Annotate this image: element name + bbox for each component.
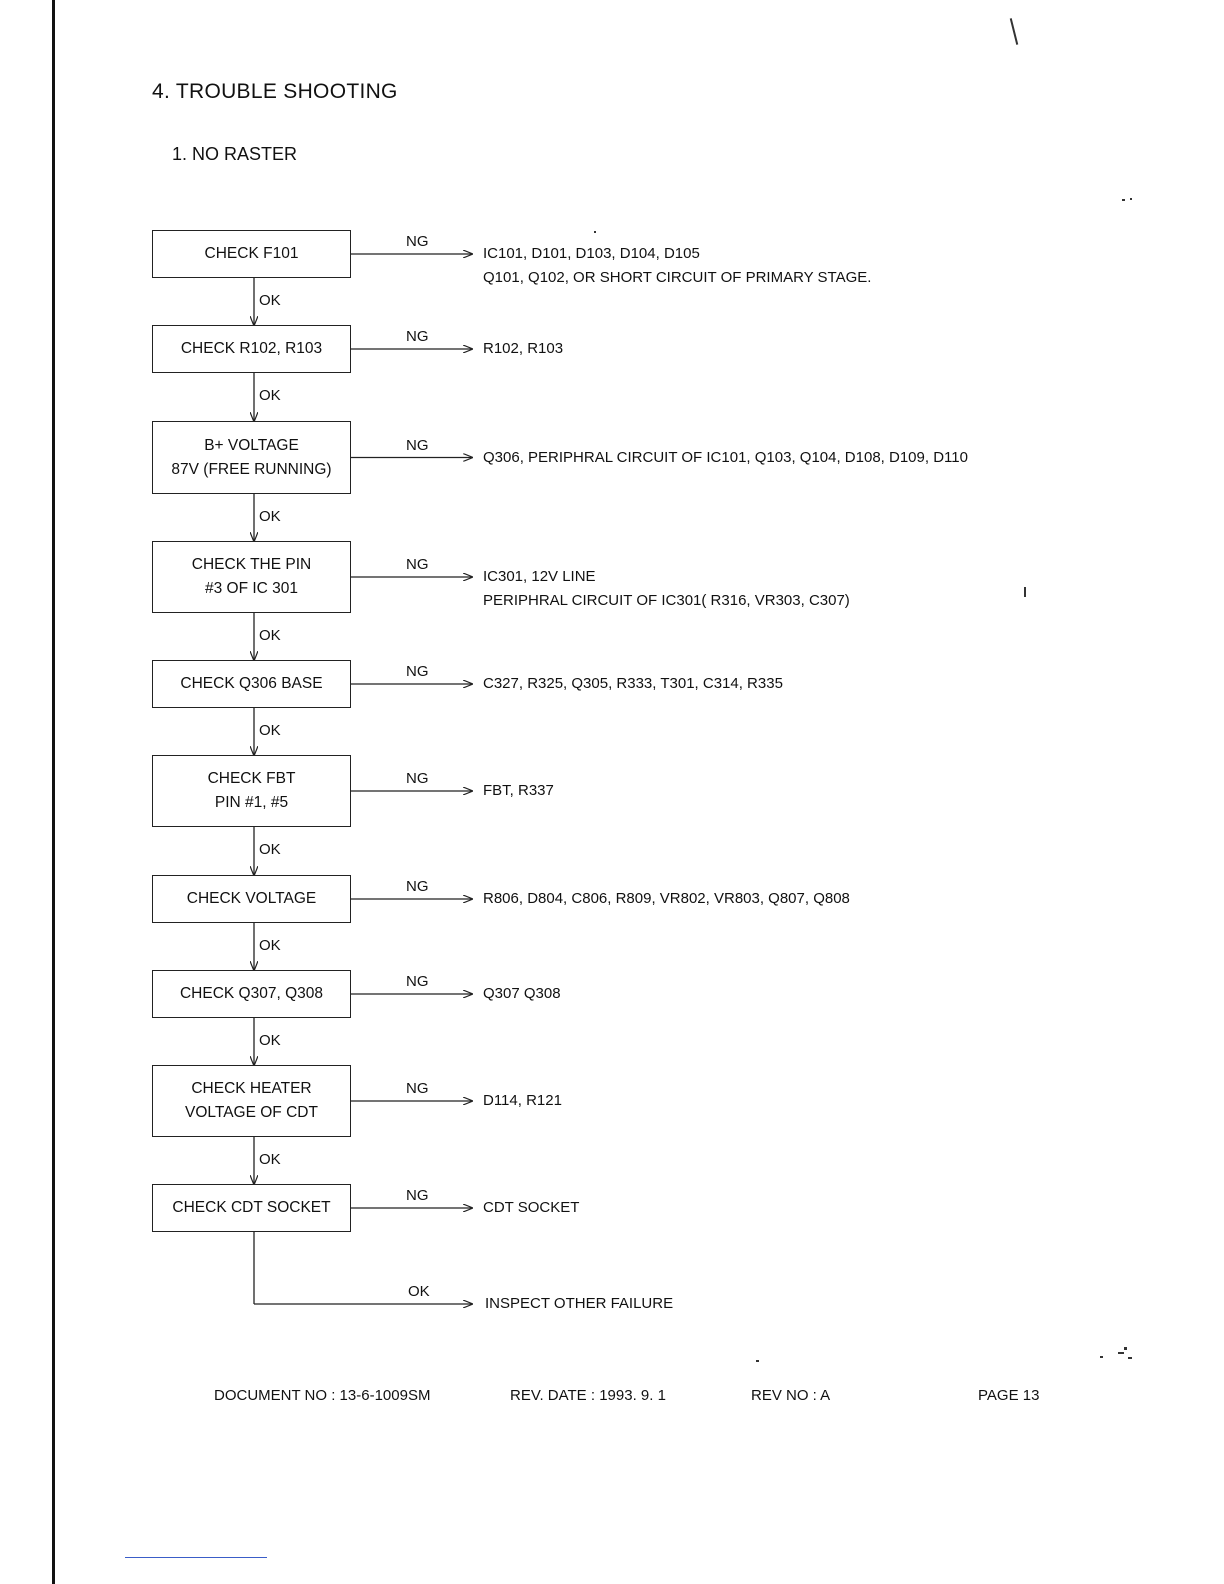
section-subheading: 1. NO RASTER — [172, 144, 298, 164]
ng-label: NG — [406, 663, 429, 680]
left-margin-line — [52, 0, 55, 1584]
check-box: CHECK R102, R103 — [152, 325, 351, 373]
ng-label: NG — [406, 770, 429, 787]
fail-result: CDT SOCKET — [483, 1199, 580, 1216]
ng-label: NG — [406, 436, 429, 454]
bottom-blue-rule — [125, 1557, 267, 1558]
check-box: CHECK F101 — [152, 230, 351, 278]
ok-label: OK — [259, 508, 281, 525]
ng-label: NG — [406, 878, 429, 895]
scan-mark — [1122, 199, 1125, 201]
ng-label: NG — [406, 1187, 429, 1204]
ng-label: NG — [406, 233, 429, 250]
section-heading: 4. TROUBLE SHOOTING — [152, 80, 398, 103]
footer-page: PAGE 13 — [978, 1387, 1040, 1404]
scan-mark — [1130, 198, 1132, 200]
footer-rev-no: REV NO : A — [751, 1387, 831, 1404]
check-box: CHECK THE PIN #3 OF IC 301 — [152, 541, 351, 613]
fail-result: R806, D804, C806, R809, VR802, VR803, Q8… — [483, 890, 850, 907]
scan-mark — [756, 1360, 759, 1362]
ok-label: OK — [259, 722, 281, 739]
fail-result: Q306, PERIPHRAL CIRCUIT OF IC101, Q103, … — [483, 448, 968, 466]
final-result: INSPECT OTHER FAILURE — [485, 1295, 674, 1312]
fail-result: C327, R325, Q305, R333, T301, C314, R335 — [483, 675, 783, 692]
check-box: CHECK HEATER VOLTAGE OF CDT — [152, 1065, 351, 1137]
ng-label: NG — [406, 556, 429, 573]
fail-result: D114, R121 — [483, 1092, 562, 1109]
ng-label: NG — [406, 1080, 429, 1097]
check-box: CHECK VOLTAGE — [152, 875, 351, 923]
scan-mark — [1118, 1352, 1124, 1354]
ng-label: NG — [406, 973, 429, 990]
ok-label: OK — [259, 937, 281, 954]
ok-label: OK — [259, 1151, 281, 1168]
scan-mark — [1100, 1356, 1103, 1358]
fail-result: IC101, D101, D103, D104, D105 Q101, Q102… — [483, 245, 872, 286]
check-box: CHECK FBT PIN #1, #5 — [152, 755, 351, 827]
check-box: CHECK Q307, Q308 — [152, 970, 351, 1018]
scan-mark — [1128, 1357, 1132, 1359]
ok-label: OK — [259, 627, 281, 644]
check-box: B+ VOLTAGE 87V (FREE RUNNING) — [152, 421, 351, 494]
ok-label: OK — [259, 292, 281, 309]
final-ok-label: OK — [408, 1283, 430, 1300]
footer-rev-date: REV. DATE : 1993. 9. 1 — [510, 1387, 666, 1404]
fail-result: R102, R103 — [483, 340, 564, 357]
check-box: CHECK CDT SOCKET — [152, 1184, 351, 1232]
fail-result: IC301, 12V LINE PERIPHRAL CIRCUIT OF IC3… — [483, 568, 850, 609]
check-box: CHECK Q306 BASE — [152, 660, 351, 708]
footer-document-no: DOCUMENT NO : 13-6-1009SM — [214, 1387, 431, 1404]
ng-label: NG — [406, 328, 429, 345]
scan-mark — [594, 231, 596, 233]
ok-label: OK — [259, 841, 281, 858]
scan-mark — [1124, 1347, 1127, 1350]
ok-label: OK — [259, 387, 281, 404]
fail-result: Q307 Q308 — [483, 985, 561, 1002]
ok-label: OK — [259, 1032, 281, 1049]
scan-mark — [1024, 587, 1026, 597]
fail-result: FBT, R337 — [483, 782, 554, 799]
